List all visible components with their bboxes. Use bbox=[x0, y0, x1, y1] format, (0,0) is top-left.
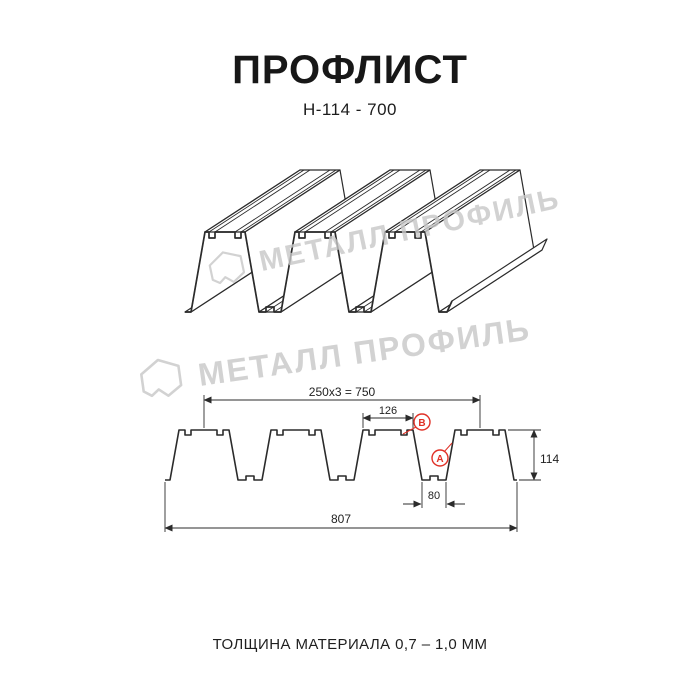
dim-height-label: 114 bbox=[540, 452, 559, 466]
dim-pitch: 250x3 = 750 bbox=[203, 385, 481, 428]
dim-flange-label: 126 bbox=[379, 405, 397, 417]
dim-trough-label: 80 bbox=[428, 490, 440, 502]
dim-flange: 126 bbox=[362, 405, 414, 428]
rib3-top-grooves bbox=[388, 169, 517, 233]
thickness-note: ТОЛЩИНА МАТЕРИАЛА 0,7 – 1,0 ММ bbox=[212, 636, 488, 653]
product-model: Н-114 - 700 bbox=[302, 100, 397, 119]
dim-total-width: 807 bbox=[164, 482, 518, 532]
profile-cross-section-drawing: 250x3 = 750 126 80 807 bbox=[164, 385, 559, 532]
rib1-top-grooves bbox=[208, 169, 337, 233]
dim-trough: 80 bbox=[403, 482, 465, 508]
marker-a-label: А bbox=[436, 454, 443, 465]
sheet-surfaces bbox=[184, 169, 548, 313]
front-profile-edge bbox=[185, 231, 453, 313]
marker-a: А bbox=[431, 442, 453, 467]
cross-section-profile-path bbox=[165, 429, 517, 481]
dim-height: 114 bbox=[508, 429, 559, 481]
marker-b: В bbox=[402, 413, 431, 435]
profile-3d-drawing bbox=[184, 169, 548, 313]
marker-b-label: В bbox=[418, 418, 425, 429]
page-title: ПРОФЛИСТ bbox=[232, 48, 468, 92]
rib2-top-grooves bbox=[298, 169, 427, 233]
dim-pitch-label: 250x3 = 750 bbox=[309, 385, 376, 399]
dim-total-label: 807 bbox=[331, 512, 351, 526]
